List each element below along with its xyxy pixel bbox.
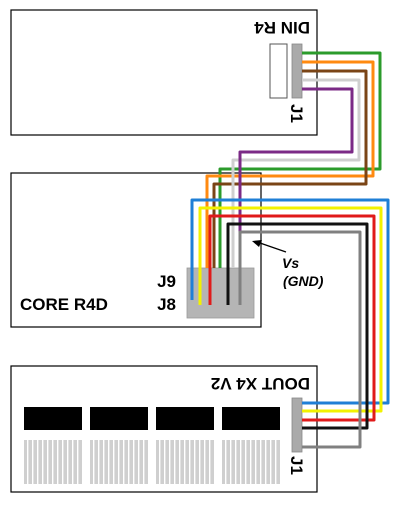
led-pins-1 bbox=[24, 440, 82, 484]
din-board-outline bbox=[10, 9, 318, 136]
wire-brown bbox=[212, 69, 368, 268]
wire-yellow bbox=[198, 206, 383, 413]
wire-red bbox=[208, 214, 376, 422]
wire-purple bbox=[238, 87, 354, 268]
led-pins-3 bbox=[156, 440, 214, 484]
led-display-2 bbox=[90, 407, 148, 430]
vs-label: Vs bbox=[282, 255, 299, 271]
core-j8-label: J8 bbox=[157, 295, 176, 314]
dout-board: DOUT X4 V2 J1 bbox=[10, 365, 318, 493]
led-display-4 bbox=[222, 407, 280, 430]
din-board-title: DIN R4 bbox=[254, 18, 310, 37]
din-socket bbox=[269, 43, 288, 99]
core-j9-j8-header bbox=[186, 267, 255, 319]
led-display-3 bbox=[156, 407, 214, 430]
wire-black bbox=[226, 222, 369, 430]
wires bbox=[190, 51, 390, 449]
din-j1-label: J1 bbox=[287, 104, 306, 123]
din-board: DIN R4 J1 bbox=[10, 9, 318, 136]
gnd-label: (GND) bbox=[283, 273, 324, 289]
dout-j1-label: J1 bbox=[287, 456, 306, 475]
dout-board-title: DOUT X4 V2 bbox=[211, 374, 310, 393]
vs-gnd-annotation: Vs (GND) bbox=[252, 240, 324, 289]
vs-gnd-leader-line bbox=[259, 242, 287, 253]
core-board-title: CORE R4D bbox=[20, 295, 108, 314]
led-pins-2 bbox=[90, 440, 148, 484]
wire-green bbox=[218, 51, 382, 268]
wire-gray bbox=[238, 230, 362, 449]
led-display-1 bbox=[24, 407, 82, 430]
dout-j1-header bbox=[291, 397, 303, 453]
din-j1-header bbox=[291, 43, 303, 99]
wire-light-gray bbox=[231, 78, 361, 268]
core-j9-label: J9 bbox=[157, 272, 176, 291]
core-board: J9 J8 CORE R4D bbox=[10, 172, 262, 328]
led-bar-displays bbox=[24, 407, 280, 484]
led-pins-4 bbox=[222, 440, 280, 484]
vs-gnd-arrowhead bbox=[252, 240, 262, 247]
